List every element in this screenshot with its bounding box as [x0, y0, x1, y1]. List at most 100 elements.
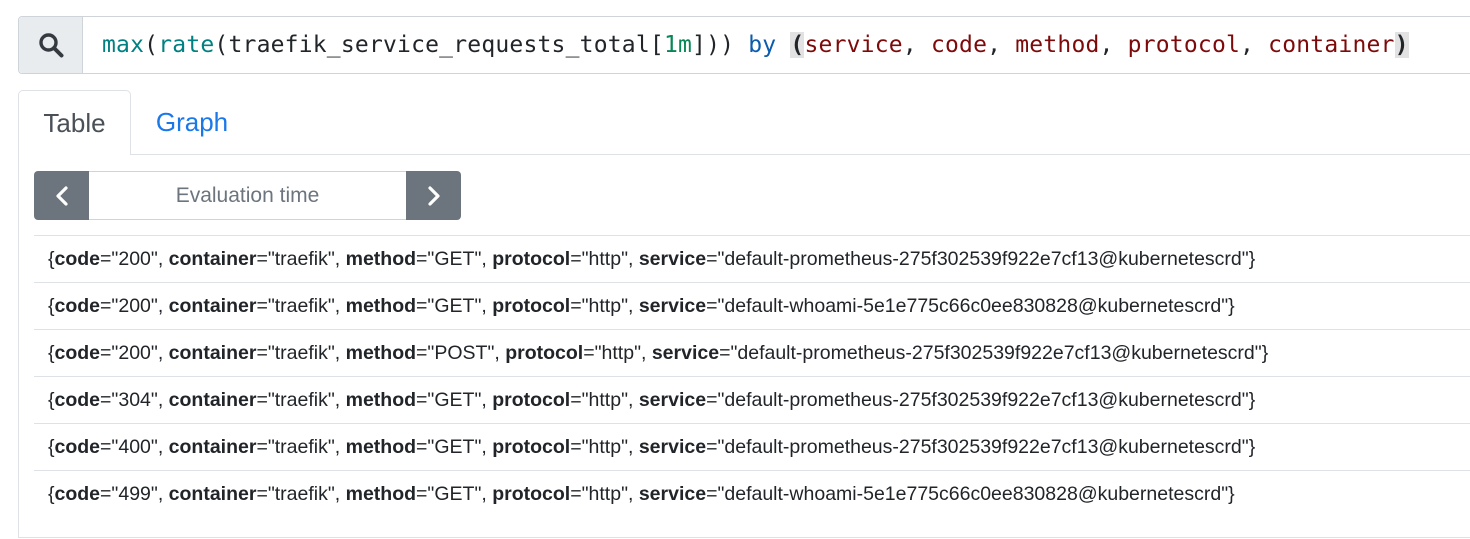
label-name: code: [54, 436, 101, 458]
label-name: code: [54, 389, 101, 411]
label-name: method: [345, 295, 417, 317]
label-name: container: [168, 295, 257, 317]
next-time-button[interactable]: [406, 171, 461, 220]
label-value: default-whoami-5e1e775c66c0ee830828@kube…: [724, 295, 1222, 317]
query-token: [776, 32, 790, 58]
label-value: 200: [118, 248, 151, 270]
execute-button[interactable]: [19, 17, 83, 73]
query-token: ,: [1099, 32, 1128, 58]
label-name: protocol: [492, 295, 571, 317]
label-name: protocol: [492, 248, 571, 270]
query-token: (: [790, 32, 805, 58]
label-name: protocol: [505, 342, 584, 364]
table-row: {code="400", container="traefik", method…: [34, 423, 1470, 470]
query-token: 1m: [663, 32, 693, 58]
tab-table[interactable]: Table: [18, 90, 131, 155]
label-value: traefik: [274, 248, 328, 270]
label-name: service: [638, 389, 707, 411]
label-name: protocol: [492, 436, 571, 458]
label-value: default-prometheus-275f302539f922e7cf13@…: [724, 436, 1242, 458]
label-value: http: [588, 389, 622, 411]
label-name: service: [651, 342, 720, 364]
label-name: service: [638, 295, 707, 317]
label-value: POST: [434, 342, 488, 364]
table-row: {code="200", container="traefik", method…: [34, 329, 1470, 376]
label-name: container: [168, 342, 257, 364]
query-token: (: [144, 32, 159, 58]
query-token: code: [930, 32, 988, 58]
label-name: method: [345, 389, 417, 411]
label-value: traefik: [274, 483, 328, 505]
label-value: 200: [118, 295, 151, 317]
label-value: http: [588, 483, 622, 505]
label-value: traefik: [274, 295, 328, 317]
label-name: method: [345, 436, 417, 458]
query-token: service: [804, 32, 903, 58]
label-name: service: [638, 436, 707, 458]
label-value: http: [588, 248, 622, 270]
tabs-divider: [130, 154, 1470, 155]
query-token: max: [102, 32, 145, 58]
label-name: service: [638, 248, 707, 270]
chevron-left-icon: [55, 185, 68, 206]
label-name: code: [54, 295, 101, 317]
table-row: {code="200", container="traefik", method…: [34, 282, 1470, 329]
query-expression-input[interactable]: max(rate(traefik_service_requests_total[…: [83, 17, 1409, 73]
previous-time-button[interactable]: [34, 171, 89, 220]
label-value: http: [588, 295, 622, 317]
label-name: protocol: [492, 389, 571, 411]
label-value: GET: [434, 248, 475, 270]
table-row: {code="200", container="traefik", method…: [34, 235, 1470, 282]
label-value: GET: [434, 295, 475, 317]
table-row: {code="499", container="traefik", method…: [34, 470, 1470, 517]
tab-graph[interactable]: Graph: [155, 107, 229, 137]
label-value: default-whoami-5e1e775c66c0ee830828@kube…: [724, 483, 1222, 505]
label-name: method: [345, 483, 417, 505]
label-name: container: [168, 248, 257, 270]
search-icon: [38, 33, 63, 58]
label-value: default-prometheus-275f302539f922e7cf13@…: [737, 342, 1255, 364]
label-value: traefik: [274, 436, 328, 458]
query-token: (traefik_service_requests_total[: [214, 32, 664, 58]
table-panel: [18, 154, 1470, 538]
query-token: rate: [158, 32, 215, 58]
label-name: container: [168, 436, 257, 458]
query-bar: max(rate(traefik_service_requests_total[…: [18, 16, 1470, 74]
label-value: default-prometheus-275f302539f922e7cf13@…: [724, 389, 1242, 411]
evaluation-time-control: Evaluation time: [34, 171, 461, 220]
query-token: ,: [1240, 32, 1269, 58]
label-value: 304: [118, 389, 151, 411]
label-name: container: [168, 483, 257, 505]
query-token: ,: [902, 32, 931, 58]
label-value: http: [601, 342, 635, 364]
table-row: {code="304", container="traefik", method…: [34, 376, 1470, 423]
label-value: traefik: [274, 342, 328, 364]
label-name: code: [54, 248, 101, 270]
query-token: ])): [692, 32, 749, 58]
query-token: container: [1268, 32, 1395, 58]
label-name: method: [345, 248, 417, 270]
query-token: ,: [987, 32, 1016, 58]
evaluation-time-input[interactable]: Evaluation time: [89, 171, 406, 220]
label-name: code: [54, 342, 101, 364]
label-value: 499: [118, 483, 151, 505]
query-token: by: [748, 32, 777, 58]
query-token: protocol: [1127, 32, 1241, 58]
label-name: code: [54, 483, 101, 505]
chevron-right-icon: [427, 185, 440, 206]
label-value: GET: [434, 389, 475, 411]
label-name: service: [638, 483, 707, 505]
label-name: container: [168, 389, 257, 411]
label-value: GET: [434, 483, 475, 505]
results-table: {code="200", container="traefik", method…: [34, 235, 1470, 517]
query-token: method: [1015, 32, 1100, 58]
label-value: 400: [118, 436, 151, 458]
label-name: protocol: [492, 483, 571, 505]
label-value: traefik: [274, 389, 328, 411]
label-name: method: [345, 342, 417, 364]
label-value: http: [588, 436, 622, 458]
label-value: default-prometheus-275f302539f922e7cf13@…: [724, 248, 1242, 270]
label-value: GET: [434, 436, 475, 458]
label-value: 200: [118, 342, 151, 364]
query-token: ): [1394, 32, 1409, 58]
